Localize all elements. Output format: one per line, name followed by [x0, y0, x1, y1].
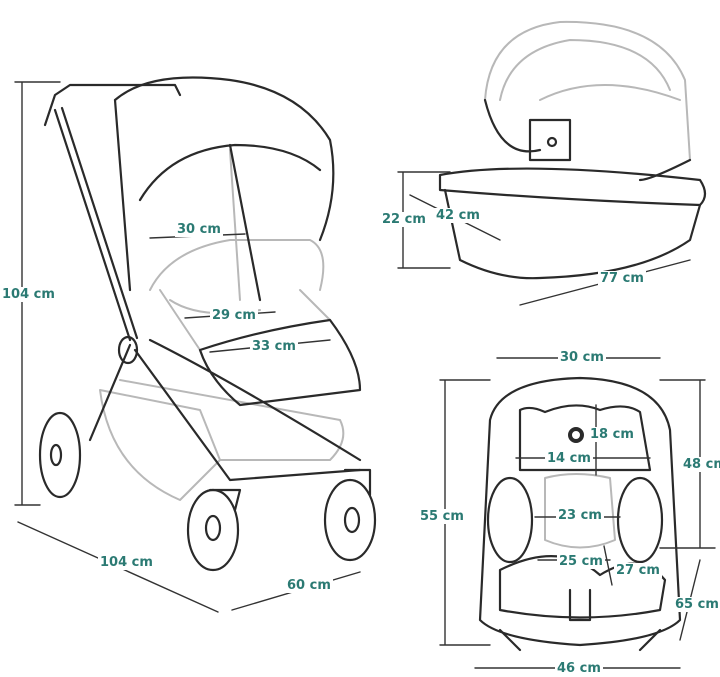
car-seat-total-height-label: 55 cm	[418, 509, 466, 524]
car-seat-handle-height-label: 65 cm	[673, 597, 720, 612]
car-seat-shoulder-width-label: 23 cm	[556, 508, 604, 523]
stroller-backrest-width-label: 30 cm	[175, 222, 223, 237]
car-seat-base-width-label: 46 cm	[555, 661, 603, 676]
car-seat-headrest-height-label: 18 cm	[588, 427, 636, 442]
car-seat-inner-height-label: 48 cm	[681, 457, 720, 472]
carrycot-drawing	[438, 20, 707, 280]
car-seat-headrest-width-label: 14 cm	[545, 451, 593, 466]
stroller-width-label: 60 cm	[285, 578, 333, 593]
car-seat-top-width-label: 30 cm	[558, 350, 606, 365]
carrycot-width-label: 42 cm	[434, 208, 482, 223]
stroller-length-label: 104 cm	[98, 555, 155, 570]
stroller-footrest-width-label: 33 cm	[250, 339, 298, 354]
stroller-seat-width-label: 29 cm	[210, 308, 258, 323]
car-seat-seat-depth-label: 27 cm	[614, 563, 662, 578]
carrycot-height-label: 22 cm	[380, 212, 428, 227]
car-seat-seat-width-label: 25 cm	[557, 554, 605, 569]
stroller-height-label: 104 cm	[0, 287, 57, 302]
carrycot-length-label: 77 cm	[598, 271, 646, 286]
stroller-drawing	[38, 76, 377, 572]
